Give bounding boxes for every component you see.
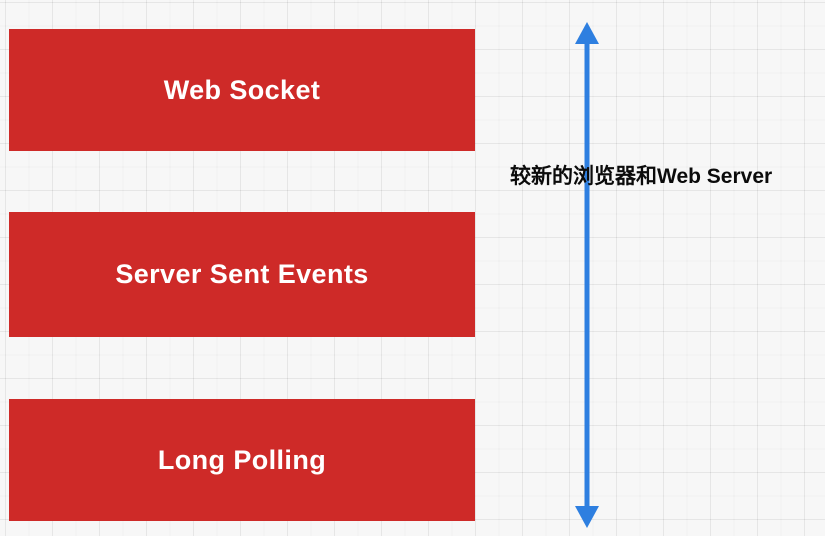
tech-box-server-sent-events[interactable]: Server Sent Events (9, 212, 475, 337)
tech-box-label-long-polling: Long Polling (157, 444, 327, 475)
arrow-head-up (575, 22, 599, 44)
arrow-head-down (575, 506, 599, 528)
tech-box-web-socket[interactable]: Web Socket (9, 29, 475, 151)
support-range-caption: 较新的浏览器和Web Server (510, 165, 773, 188)
tech-box-label-server-sent-events: Server Sent Events (115, 259, 369, 289)
double-headed-vertical-arrow-icon (575, 22, 599, 528)
tech-box-label-web-socket: Web Socket (163, 74, 321, 105)
tech-box-long-polling[interactable]: Long Polling (9, 399, 475, 521)
